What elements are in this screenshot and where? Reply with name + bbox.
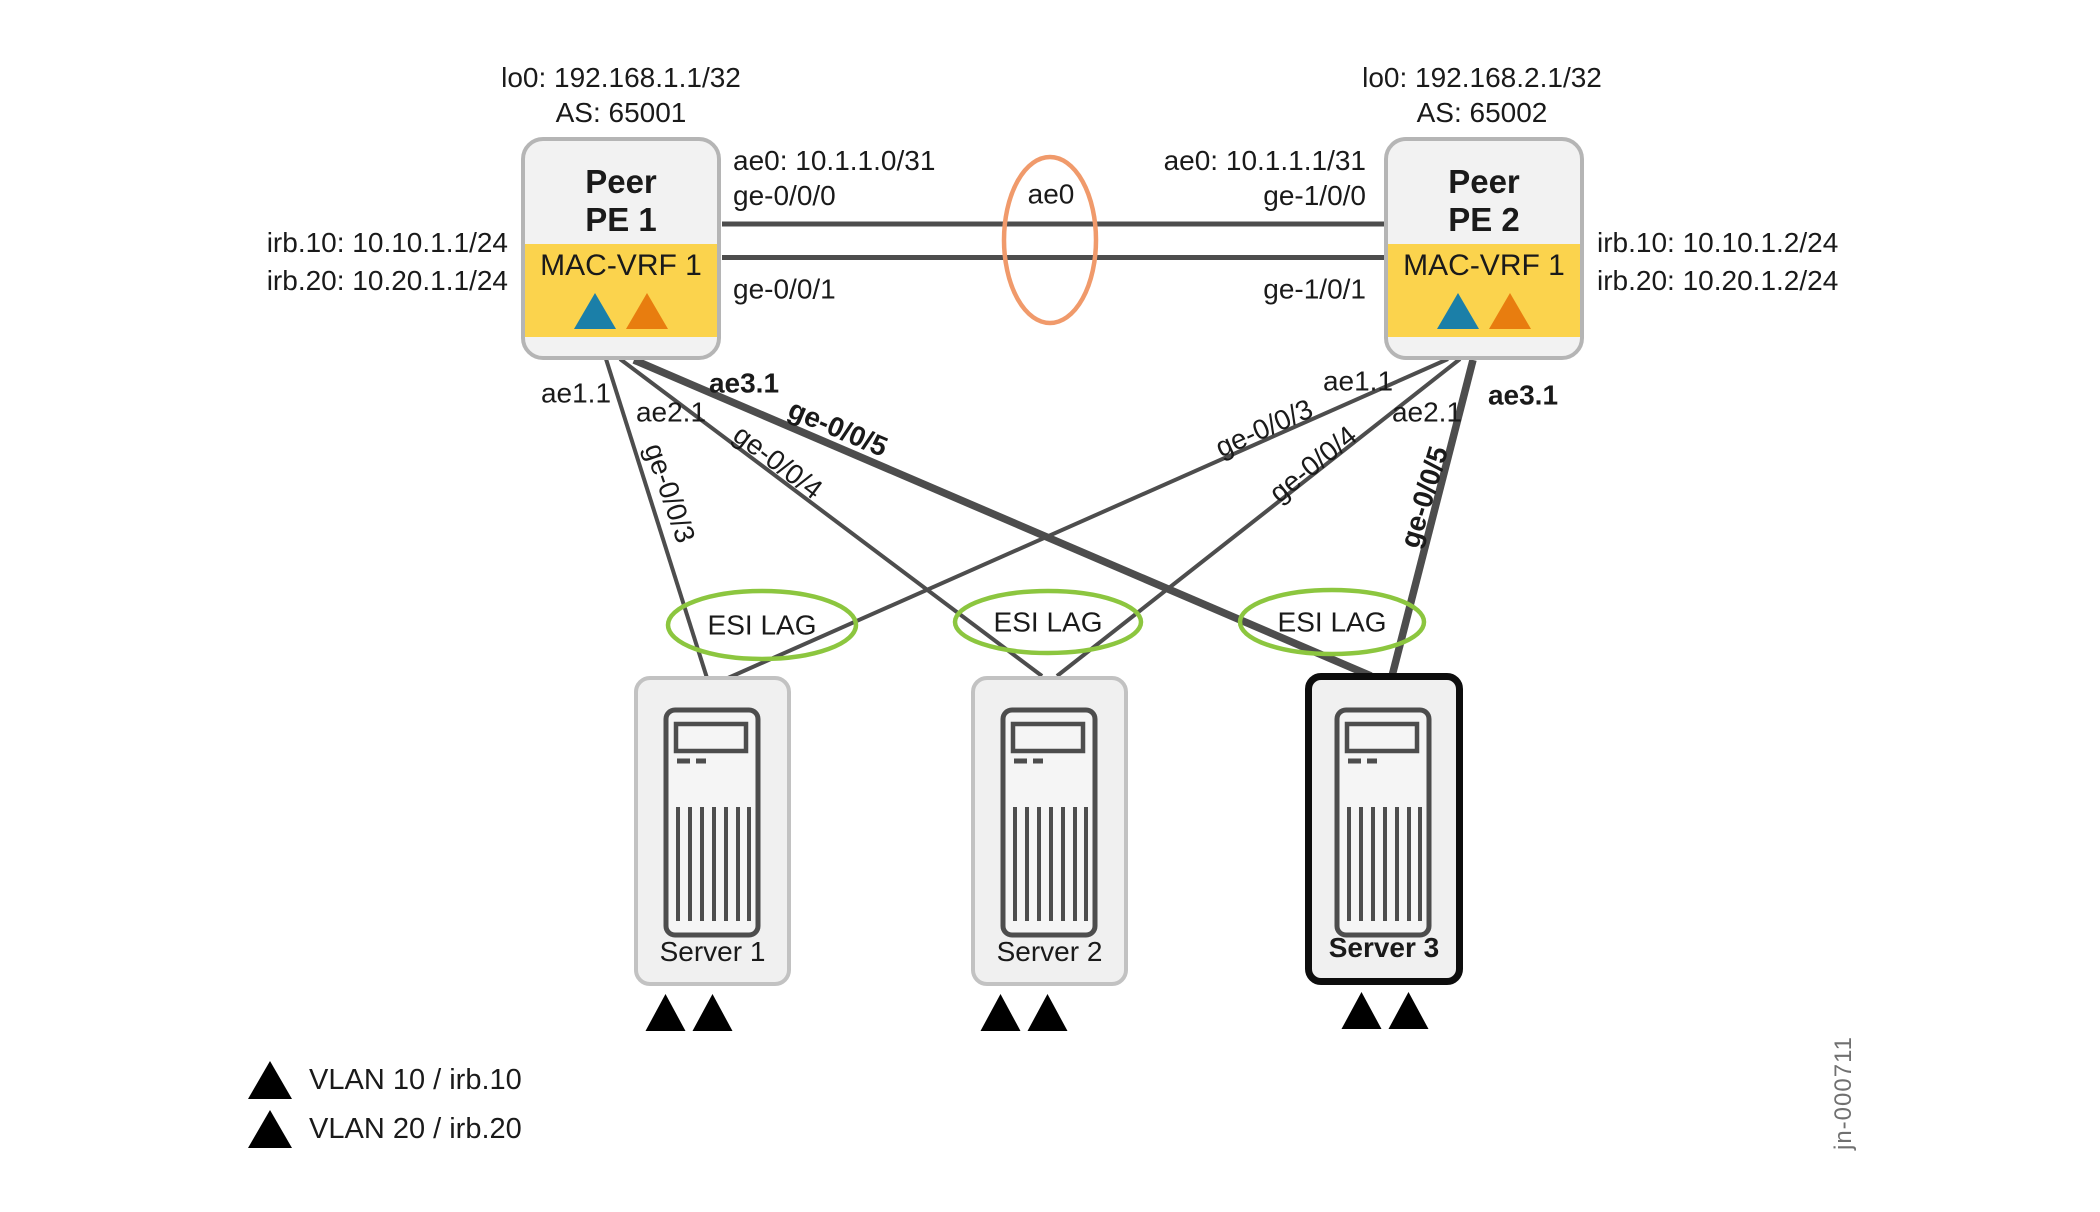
server3-label: Server 3 [1328,932,1440,963]
pe2-mac-vrf-band: MAC-VRF 1 [1388,244,1580,337]
pe1-vlan-triangles [525,293,717,329]
esi-lag-ellipse-3 [1237,587,1427,657]
server-tower-icon [1000,707,1097,938]
pe1-title-line2: PE 1 [585,201,657,238]
pe2-loopback-annotation: lo0: 192.168.2.1/32 AS: 65002 [1362,60,1602,130]
pe1-node: Peer PE 1 MAC-VRF 1 [521,137,721,360]
legend-vlan20: VLAN 20 / irb.20 [248,1110,522,1148]
pe2-as-label: AS: 65002 [1416,97,1548,128]
pe1-server2-link-line [618,357,1044,678]
vlan20-triangle-icon [1027,994,1068,1031]
esi-lag-label-1: ESI LAG [707,609,817,641]
server2-vlan-triangles [980,994,1068,1031]
pe1-irb20-label: irb.20: 10.20.1.1/24 [266,265,508,296]
vlan10-triangle-icon [574,293,616,329]
pe1-as-label: AS: 65001 [555,97,687,128]
pe1-ae3-label: ae3.1 [708,367,780,399]
pe2-ae0-ip-label: ae0: 10.1.1.1/31 [1163,145,1366,176]
pe1-server3-link-line [632,356,1373,680]
vlan10-triangle-icon [1437,293,1479,329]
server2-label: Server 2 [996,936,1103,967]
server3-node: Server 3 [1305,673,1463,985]
pe1-title-line1: Peer [585,163,657,200]
pe1-irb-annotation: irb.10: 10.10.1.1/24 irb.20: 10.20.1.1/2… [267,224,508,300]
pe1-vrf-label: MAC-VRF 1 [540,249,702,282]
pe1-title: Peer PE 1 [525,163,717,239]
pe2-title-line2: PE 2 [1448,201,1520,238]
pe1-ge000-label: ge-0/0/0 [733,180,836,211]
pe2-ae1-label: ae1.1 [1322,365,1394,397]
vlan20-triangle-icon [692,994,733,1031]
pe2-core-port-annotation: ae0: 10.1.1.1/31 ge-1/0/0 [1164,143,1366,213]
server1-node: Server 1 [634,676,791,986]
pe2-server1-link-line [727,357,1449,680]
pe2-ge100-label: ge-1/0/0 [1263,180,1366,211]
pe2-irb10-label: irb.10: 10.10.1.2/24 [1597,227,1839,258]
pe2-irb-annotation: irb.10: 10.10.1.2/24 irb.20: 10.20.1.2/2… [1597,224,1838,300]
esi-lag-label-3: ESI LAG [1277,606,1387,638]
server-tower-icon [1334,707,1432,938]
pe2-server2-link-line [1055,357,1462,678]
vlan20-triangle-icon [1489,293,1531,329]
ae0-bundle-ellipse [1001,154,1099,326]
pe2-lo0-label: lo0: 192.168.2.1/32 [1362,62,1602,93]
server3-vlan-triangles [1341,992,1429,1029]
vlan10-triangle-icon [980,994,1021,1031]
vlan10-triangle-icon [1341,992,1382,1029]
pe1-ge001-label: ge-0/0/1 [733,273,836,305]
pe2-title: Peer PE 2 [1388,163,1580,239]
esi-lag-ellipse-2 [952,588,1144,656]
esi-lag-label-2: ESI LAG [993,606,1103,638]
server1-label: Server 1 [659,936,766,967]
pe1-core-port-annotation: ae0: 10.1.1.0/31 ge-0/0/0 [733,143,935,213]
legend-vlan10-label: VLAN 10 / irb.10 [309,1063,522,1096]
pe2-ae2-label: ae2.1 [1391,396,1463,428]
legend-vlan20-label: VLAN 20 / irb.20 [309,1112,522,1145]
esi-lag-ellipse-1 [665,588,859,662]
vlan20-triangle-icon [626,293,668,329]
pe2-irb20-label: irb.20: 10.20.1.2/24 [1597,265,1839,296]
pe1-irb10-label: irb.10: 10.10.1.1/24 [266,227,508,258]
pe1-ae0-ip-label: ae0: 10.1.1.0/31 [733,145,936,176]
vlan10-triangle-icon [645,994,686,1031]
figure-id-watermark: jn-000711 [1830,1036,1857,1150]
pe2-ae3-label: ae3.1 [1487,379,1559,411]
pe2-ge101-label: ge-1/0/1 [1263,273,1366,305]
pe1-ae2-label: ae2.1 [635,396,707,428]
pe2-vlan-triangles [1388,293,1580,329]
pe1-loopback-annotation: lo0: 192.168.1.1/32 AS: 65001 [501,60,741,130]
pe2-server3-link-line [1388,359,1477,677]
server2-node: Server 2 [971,676,1128,986]
pe2-node: Peer PE 2 MAC-VRF 1 [1384,137,1584,360]
ae0-bundle-label: ae0 [1027,178,1075,210]
server-tower-icon [663,707,760,938]
server1-vlan-triangles [645,994,733,1031]
legend-vlan10: VLAN 10 / irb.10 [248,1061,522,1099]
vlan20-triangle-icon [1388,992,1429,1029]
vlan20-triangle-icon [248,1110,292,1148]
pe2-vrf-label: MAC-VRF 1 [1403,249,1565,282]
pe1-server1-link-line [604,358,709,679]
pe1-lo0-label: lo0: 192.168.1.1/32 [501,62,741,93]
pe1-mac-vrf-band: MAC-VRF 1 [525,244,717,337]
pe2-title-line1: Peer [1448,163,1520,200]
vlan10-triangle-icon [248,1061,292,1099]
pe1-ae1-label: ae1.1 [540,377,612,409]
